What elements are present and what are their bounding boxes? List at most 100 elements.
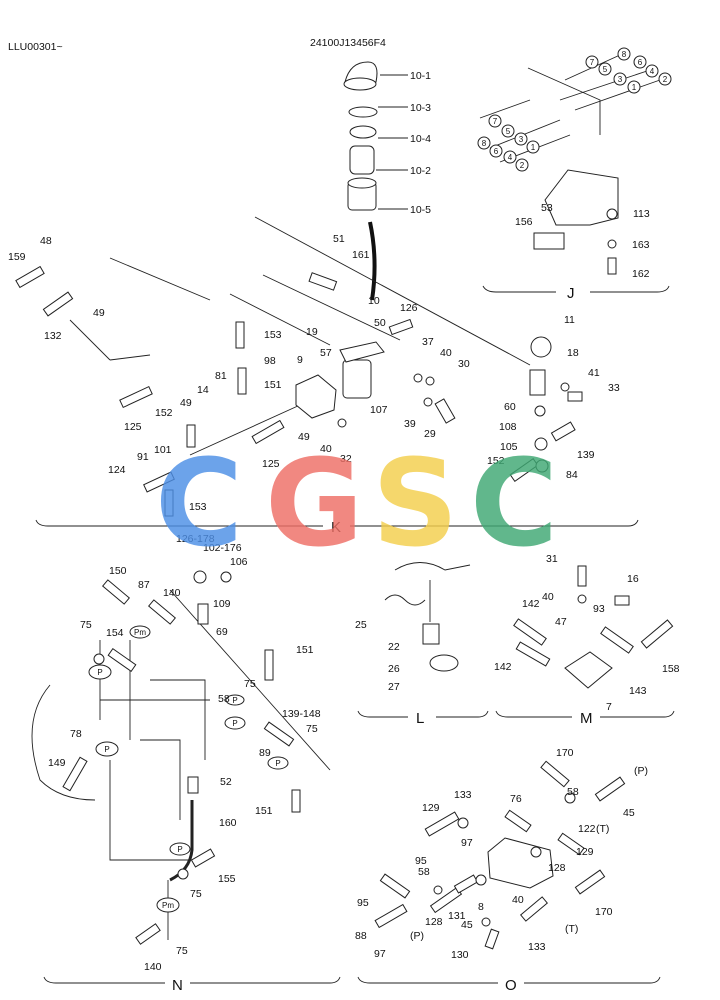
part-callout: 124	[108, 464, 126, 476]
circled-number: 7	[585, 55, 599, 69]
l-section-drawing	[384, 562, 471, 672]
circled-number: 6	[489, 144, 503, 158]
svg-text:5: 5	[603, 65, 608, 74]
part-callout: 27	[388, 681, 400, 693]
drawing-code-center: 24100J13456F4	[310, 37, 386, 49]
port-mark: P	[232, 719, 237, 728]
circled-number: 2	[658, 72, 672, 86]
part-callout: 151	[255, 805, 273, 817]
part-callout: 105	[500, 441, 518, 453]
svg-text:6: 6	[638, 58, 643, 67]
part-callout: 128	[548, 862, 566, 874]
part-callout: 102-176	[203, 542, 242, 554]
part-callout: 75	[190, 888, 202, 900]
part-callout: 161	[352, 249, 370, 261]
part-callout: 91	[137, 451, 149, 463]
svg-text:5: 5	[506, 127, 511, 136]
part-callout: 52	[220, 776, 232, 788]
part-callout: 18	[567, 347, 579, 359]
part-callout: 89	[259, 747, 271, 759]
part-callout: 152	[487, 455, 505, 467]
circled-number: 4	[645, 64, 659, 78]
circled-number: 8	[617, 47, 631, 61]
part-callout: 49	[298, 431, 310, 443]
part-callout: (T)	[565, 923, 578, 935]
section-letter-n: N	[172, 977, 183, 994]
part-callout: 126-178	[176, 533, 215, 545]
port-mark: P	[232, 696, 237, 705]
part-callout: 98	[264, 355, 276, 367]
n-section-drawing: P Pm P P P P Pm P	[31, 570, 331, 945]
part-callout: 142	[522, 598, 540, 610]
part-callout: 129	[422, 802, 440, 814]
part-callout: 143	[629, 685, 647, 697]
circled-number: 3	[514, 132, 528, 146]
svg-text:4: 4	[508, 153, 513, 162]
part-callout: 93	[593, 603, 605, 615]
part-callout: 49	[93, 307, 105, 319]
part-callout: 48	[40, 235, 52, 247]
part-callout: 53	[541, 202, 553, 214]
part-callout: 47	[555, 616, 567, 628]
part-callout: 75	[306, 723, 318, 735]
svg-text:7: 7	[493, 117, 498, 126]
part-callout: 95	[415, 855, 427, 867]
watermark-letter: C	[470, 435, 558, 574]
part-callout: 129	[576, 846, 594, 858]
svg-text:2: 2	[663, 75, 668, 84]
part-callout: 155	[218, 873, 236, 885]
part-callout: 170	[556, 747, 574, 759]
part-callout: 130	[451, 949, 469, 961]
part-callout: 10-1	[410, 70, 431, 82]
part-callout: 131	[448, 910, 466, 922]
svg-text:8: 8	[622, 50, 627, 59]
section-letter-k: K	[331, 519, 341, 536]
section-letter-m: M	[580, 710, 593, 727]
part-callout: 153	[189, 501, 207, 513]
port-mark: Pm	[134, 628, 146, 637]
section-letter-o: O	[505, 977, 517, 994]
filter-stack-drawing	[343, 61, 408, 301]
part-callout: (T)	[596, 823, 609, 835]
part-callout: 162	[632, 268, 650, 280]
circled-number: 2	[515, 158, 529, 172]
part-callout: 97	[374, 948, 386, 960]
part-callout: 8	[478, 901, 484, 913]
part-callout: 163	[632, 239, 650, 251]
part-callout: 60	[504, 401, 516, 413]
part-callout: 51	[333, 233, 345, 245]
part-callout: 88	[355, 930, 367, 942]
part-callout: 81	[215, 370, 227, 382]
svg-text:3: 3	[618, 75, 623, 84]
part-callout: 84	[566, 469, 578, 481]
part-callout: 151	[264, 379, 282, 391]
part-callout: 156	[515, 216, 533, 228]
part-callout: 170	[595, 906, 613, 918]
part-callout: 101	[154, 444, 172, 456]
port-mark: P	[275, 759, 280, 768]
svg-text:8: 8	[482, 139, 487, 148]
port-mark: P	[177, 845, 182, 854]
part-callout: 133	[528, 941, 546, 953]
part-callout: 76	[510, 793, 522, 805]
part-callout: 26	[388, 663, 400, 675]
part-callout: 32	[340, 453, 352, 465]
part-callout: 125	[262, 458, 280, 470]
part-callout: 69	[216, 626, 228, 638]
part-callout: 30	[458, 358, 470, 370]
o-section-drawing	[374, 760, 626, 950]
part-callout: 45	[623, 807, 635, 819]
svg-text:1: 1	[632, 83, 637, 92]
part-callout: 33	[608, 382, 620, 394]
part-callout: 16	[627, 573, 639, 585]
part-callout: 132	[44, 330, 62, 342]
part-callout: 122	[578, 823, 596, 835]
part-callout: 29	[424, 428, 436, 440]
circled-number: 4	[503, 150, 517, 164]
part-callout: 11	[564, 314, 575, 326]
part-callout: 40	[512, 894, 524, 906]
